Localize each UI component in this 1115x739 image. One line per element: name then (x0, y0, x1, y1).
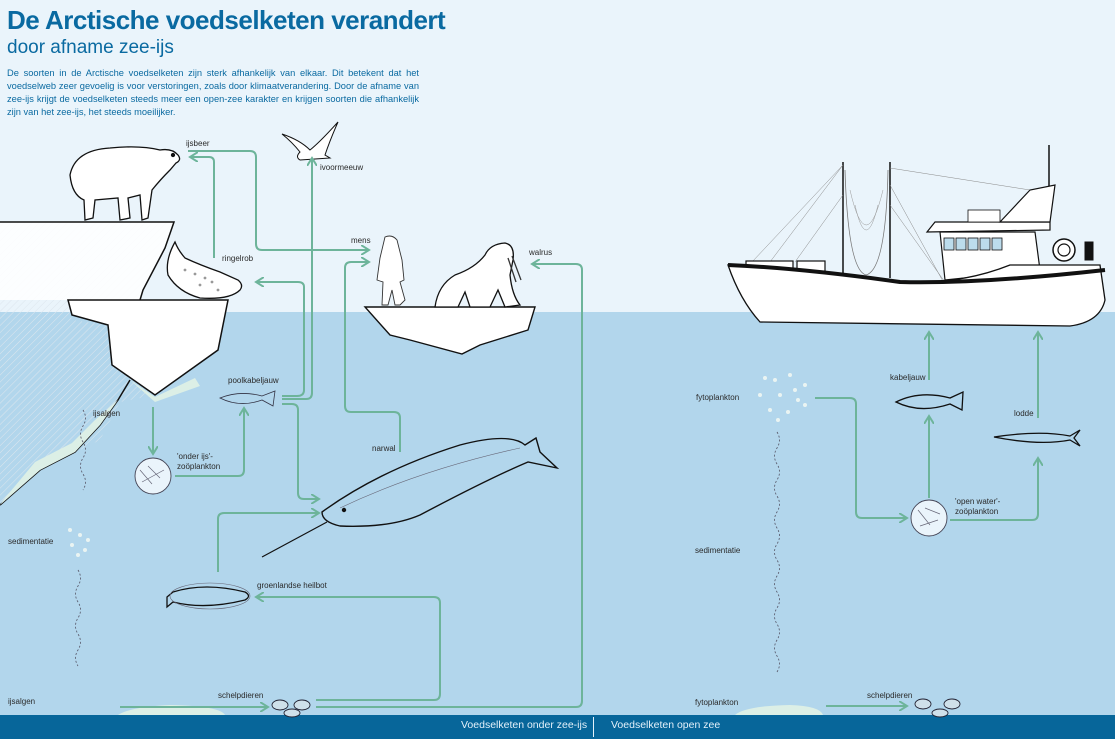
food-web-arrows (120, 150, 1038, 708)
label-zooplankton-open-water-2: zoöplankton (955, 507, 999, 516)
label-fytoplankton-top: fytoplankton (696, 393, 740, 402)
label-ijsbeer: ijsbeer (186, 139, 210, 148)
arrow-phytoplankton-to-zooplankton (815, 397, 905, 518)
seabed-bar (0, 715, 1115, 739)
human-illustration (376, 235, 406, 306)
arrow-polarcod-to-narwhal (282, 403, 317, 499)
sinking-line-sediment (75, 569, 81, 667)
label-mens: mens (351, 236, 371, 245)
label-schelpdieren-open-sea: schelpdieren (867, 691, 913, 700)
label-walrus: walrus (529, 248, 553, 257)
label-sedimentatie-open-sea: sedimentatie (695, 546, 741, 555)
arrow-polarcod-to-seal (258, 282, 305, 397)
arrow-halibut-to-narwhal (217, 513, 317, 572)
arrow-seal-to-bear (192, 157, 215, 258)
arrow-zooplankton-to-capelin (950, 460, 1038, 521)
intro-text: De soorten in de Arctische voedselketen … (7, 68, 419, 117)
sedimentation-cloud-illustration (68, 528, 90, 557)
label-zooplankton-under-ice-2: zoöplankton (177, 462, 221, 471)
label-schelpdieren-under-ice: schelpdieren (218, 691, 264, 700)
under-ice-zooplankton-illustration (134, 457, 172, 495)
shellfish-open-sea-illustration (914, 698, 961, 718)
label-narwal: narwal (372, 444, 396, 453)
fishing-boat-illustration (727, 145, 1106, 327)
label-ringelrob: ringelrob (222, 254, 254, 263)
shellfish-under-ice-illustration (271, 699, 311, 718)
label-groenlandse-heilbot: groenlandse heilbot (257, 581, 327, 590)
tab-open-sea[interactable]: Voedselketen open zee (611, 719, 721, 731)
arrow-bear-to-human (188, 150, 367, 250)
label-zooplankton-open-water-1: 'open water'- (955, 497, 1001, 506)
greenland-halibut-illustration (166, 582, 251, 610)
arrow-polarcod-to-gull (282, 160, 312, 400)
polar-cod-illustration (219, 390, 276, 407)
sinking-line-ice-algae (80, 409, 86, 491)
tab-under-ice[interactable]: Voedselketen onder zee-ijs (461, 719, 588, 731)
narwhal-illustration (261, 436, 560, 558)
page-subtitle: door afname zee-ijs (7, 37, 174, 58)
cod-illustration (894, 390, 964, 412)
label-ivoormeeuw: ivoormeeuw (320, 163, 364, 172)
arrow-shellfish-to-halibut (258, 597, 441, 701)
label-poolkabeljauw: poolkabeljauw (228, 376, 279, 385)
label-fytoplankton-bottom: fytoplankton (695, 698, 739, 707)
arrow-zooplankton-to-polarcod (175, 410, 244, 477)
label-sedimentatie-under-ice: sedimentatie (8, 537, 54, 546)
walrus-illustration (434, 242, 522, 308)
label-kabeljauw: kabeljauw (890, 373, 926, 382)
ice-shelf (0, 221, 229, 506)
label-zooplankton-under-ice-1: 'onder ijs'- (177, 452, 213, 461)
seabed-phytoplankton-patch (735, 705, 823, 715)
arrow-shellfish-to-walrus (316, 264, 583, 708)
arrow-narwhal-to-human (344, 262, 401, 452)
label-ijsalgen-bottom: ijsalgen (8, 697, 36, 706)
label-ijsalgen-top: ijsalgen (93, 409, 121, 418)
tab-separator (593, 717, 594, 737)
phytoplankton-cloud-illustration (758, 373, 807, 422)
ringed-seal-illustration (166, 240, 243, 299)
open-water-zooplankton-illustration (910, 499, 948, 537)
ice-floe-center (363, 306, 536, 355)
capelin-illustration (993, 429, 1081, 447)
polar-bear-illustration (69, 146, 181, 221)
page-title: De Arctische voedselketen verandert (7, 5, 446, 35)
label-lodde: lodde (1014, 409, 1034, 418)
ivory-gull-illustration (281, 121, 339, 161)
sinking-line-open-sea (774, 431, 780, 673)
